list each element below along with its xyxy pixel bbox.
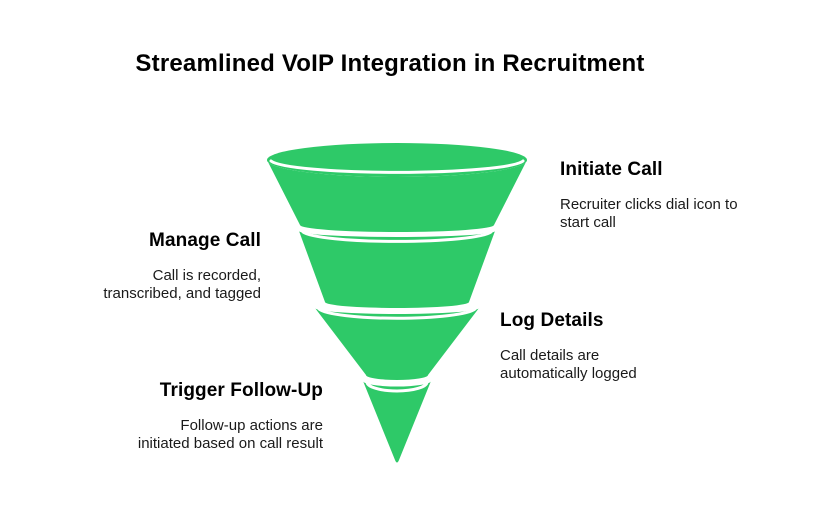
stage-trigger-follow-up-desc-line-2: initiated based on call result [137, 435, 323, 452]
funnel-segment-1-mouth-ellipse [267, 143, 527, 177]
stage-initiate-call-desc-line-2: start call [560, 214, 616, 231]
stage-manage-call-description: Call is recorded, transcribed, and tagge… [103, 267, 261, 303]
funnel-segment-2-rim-arc [301, 230, 493, 243]
stage-manage-call-desc-line-1: Call is recorded, [152, 267, 261, 284]
stage-initiate-call-label: Initiate Call [560, 159, 663, 180]
stage-manage-call-label: Manage Call [149, 230, 261, 251]
funnel-segment-4-rim-arc [365, 380, 429, 393]
stage-trigger-follow-up-description: Follow-up actions are initiated based on… [138, 417, 323, 453]
stage-initiate-call-description: Recruiter clicks dial icon to start call [560, 196, 738, 232]
stage-log-details: Log Details Call details are automatical… [500, 309, 637, 383]
funnel-segment-3-body [315, 308, 479, 380]
stage-manage-call-desc-line-2: transcribed, and tagged [103, 285, 261, 302]
stage-log-details-description: Call details are automatically logged [500, 347, 637, 383]
funnel-segment-trigger-follow-up [363, 380, 431, 463]
stage-manage-call: Manage Call Call is recorded, transcribe… [103, 229, 261, 303]
stage-trigger-follow-up-desc-line-1: Follow-up actions are [180, 417, 323, 434]
funnel-segment-initiate-call [267, 143, 527, 232]
stage-trigger-follow-up: Trigger Follow-Up Follow-up actions are … [138, 379, 323, 453]
funnel-segment-4-body [363, 381, 431, 463]
stage-log-details-desc-line-1: Call details are [500, 347, 600, 364]
stage-log-details-desc-line-2: automatically logged [500, 365, 637, 382]
funnel-segment-log-details [315, 307, 479, 380]
diagram-title: Streamlined VoIP Integration in Recruitm… [135, 50, 645, 77]
stage-initiate-call-desc-line-1: Recruiter clicks dial icon to [560, 196, 738, 213]
stage-log-details-label: Log Details [500, 310, 604, 331]
funnel-segment-2-body [299, 231, 495, 308]
funnel-segment-1-rim-arc [269, 159, 525, 174]
stage-trigger-follow-up-label: Trigger Follow-Up [159, 380, 323, 401]
funnel-segment-manage-call [299, 230, 495, 308]
funnel-segment-1-body [267, 160, 527, 232]
funnel-segment-3-rim-arc [317, 307, 477, 320]
stage-initiate-call: Initiate Call Recruiter clicks dial icon… [560, 158, 738, 232]
